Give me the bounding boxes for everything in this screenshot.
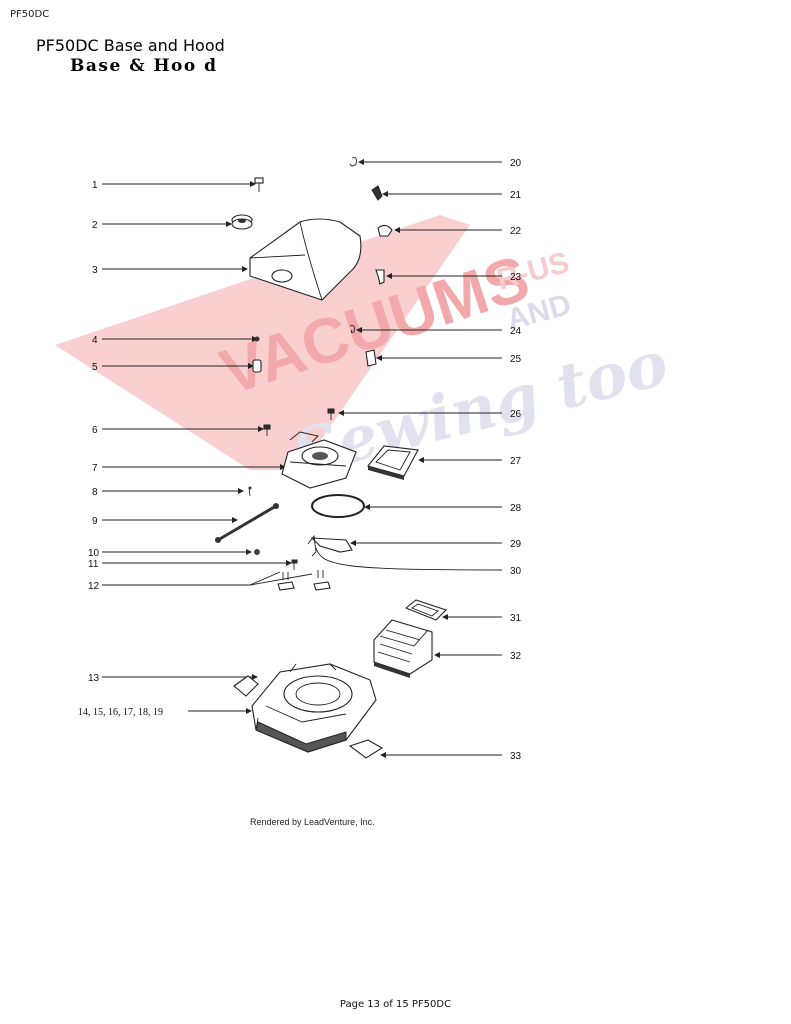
parts-drawings	[215, 157, 448, 759]
callout-20: 20	[510, 158, 522, 169]
document-id-label: PF50DC	[10, 9, 50, 20]
part-14-19-base	[251, 663, 377, 753]
part-12-clips	[277, 570, 331, 591]
callout-29: 29	[510, 539, 522, 550]
part-33-plate	[348, 739, 384, 759]
part-11-screw	[291, 559, 298, 570]
callout-3: 3	[92, 265, 98, 276]
part-29-bracket	[310, 537, 353, 553]
part-30-spring	[307, 534, 317, 557]
part-27-filter-holder	[367, 445, 419, 480]
page-title: PF50DC Base and Hood	[36, 36, 225, 55]
callout-10: 10	[88, 548, 100, 559]
callout-26: 26	[510, 409, 522, 420]
part-32-bag-housing	[373, 619, 433, 678]
part-13-plate	[233, 675, 259, 697]
callout-27: 27	[510, 456, 522, 467]
callout-24: 24	[510, 326, 522, 337]
part-6-screw	[263, 424, 271, 436]
callout-22: 22	[510, 226, 522, 237]
part-3-hood	[249, 218, 362, 301]
callout-14-19: 14, 15, 16, 17, 18, 19	[78, 707, 163, 718]
part-1-screw	[254, 177, 264, 192]
left-callouts: 1 2 3 4 5 6 7 8 9 10 11 12 13 14, 15, 16…	[78, 180, 313, 718]
part-5-spacer	[252, 359, 262, 373]
part-10-bushing	[254, 549, 260, 555]
render-credit: Rendered by LeadVenture, Inc.	[250, 817, 375, 827]
callout-6: 6	[92, 425, 98, 436]
page-footer: Page 13 of 15 PF50DC	[339, 999, 452, 1010]
callout-12: 12	[88, 581, 100, 592]
part-22-bracket	[377, 224, 393, 237]
part-31-gasket	[404, 599, 448, 621]
callout-23: 23	[510, 272, 522, 283]
callout-2: 2	[92, 220, 98, 231]
callout-11: 11	[88, 559, 99, 570]
watermark-logo: VACUUMS R-US AND Sewing too	[55, 215, 675, 490]
part-23-hook	[375, 269, 385, 285]
watermark-v-shape	[55, 215, 470, 470]
part-7-motor	[281, 431, 357, 489]
diagram-subtitle: Base & Hoo d	[70, 56, 218, 76]
callout-1: 1	[92, 180, 98, 191]
part-4-nut	[254, 336, 260, 342]
part-26-screw	[327, 408, 335, 420]
callout-7: 7	[92, 463, 98, 474]
callout-9: 9	[92, 516, 98, 527]
part-21-latch	[371, 185, 383, 201]
part-2-knob	[231, 214, 253, 230]
callout-13: 13	[88, 673, 100, 684]
callout-25: 25	[510, 354, 522, 365]
callout-30: 30	[510, 566, 522, 577]
right-callouts: 20 21 22 23 24 25 26 27 28 29 30 31 32 3…	[315, 158, 522, 762]
part-24-clip	[349, 325, 355, 334]
callout-21: 21	[510, 190, 522, 201]
part-28-belt	[311, 494, 365, 518]
part-25-switch	[365, 349, 377, 367]
callout-8: 8	[92, 487, 98, 498]
callout-4: 4	[92, 335, 98, 346]
part-8-pin	[248, 486, 252, 497]
part-20-clip	[349, 157, 357, 167]
callout-31: 31	[510, 613, 522, 624]
callout-32: 32	[510, 651, 522, 662]
part-9-axle	[215, 503, 279, 543]
callout-28: 28	[510, 503, 522, 514]
callout-33: 33	[510, 751, 522, 762]
callout-5: 5	[92, 362, 98, 373]
